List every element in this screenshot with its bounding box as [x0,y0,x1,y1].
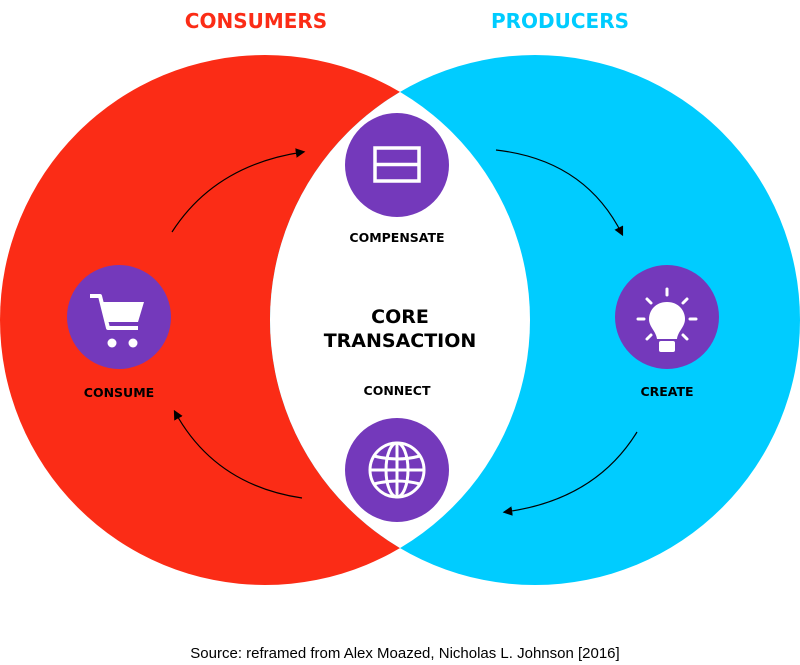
consume-label: CONSUME [84,385,154,400]
consume-step: CONSUME [67,265,171,400]
source-caption: Source: reframed from Alex Moazed, Nicho… [190,645,619,662]
arrow-consume-to-compensate [171,148,306,233]
connect-label: CONNECT [364,383,431,398]
compensate-label: COMPENSATE [349,230,444,245]
connect-step: CONNECT [345,383,449,522]
arrow-connect-to-consume [173,409,303,499]
globe-icon [368,441,426,499]
arrow-compensate-to-create [495,149,624,237]
create-step: CREATE [615,265,719,399]
producers-title: PRODUCERS [491,9,629,33]
lightbulb-icon [636,287,698,352]
create-label: CREATE [640,384,693,399]
core-transaction-line2: TRANSACTION [324,330,477,352]
core-transaction-line1: CORE [371,306,429,328]
cart-icon [90,294,144,348]
arrow-create-to-connect [502,431,638,516]
consumers-title: CONSUMERS [185,9,327,33]
compensate-step: COMPENSATE [345,113,449,245]
card-icon [373,146,421,183]
